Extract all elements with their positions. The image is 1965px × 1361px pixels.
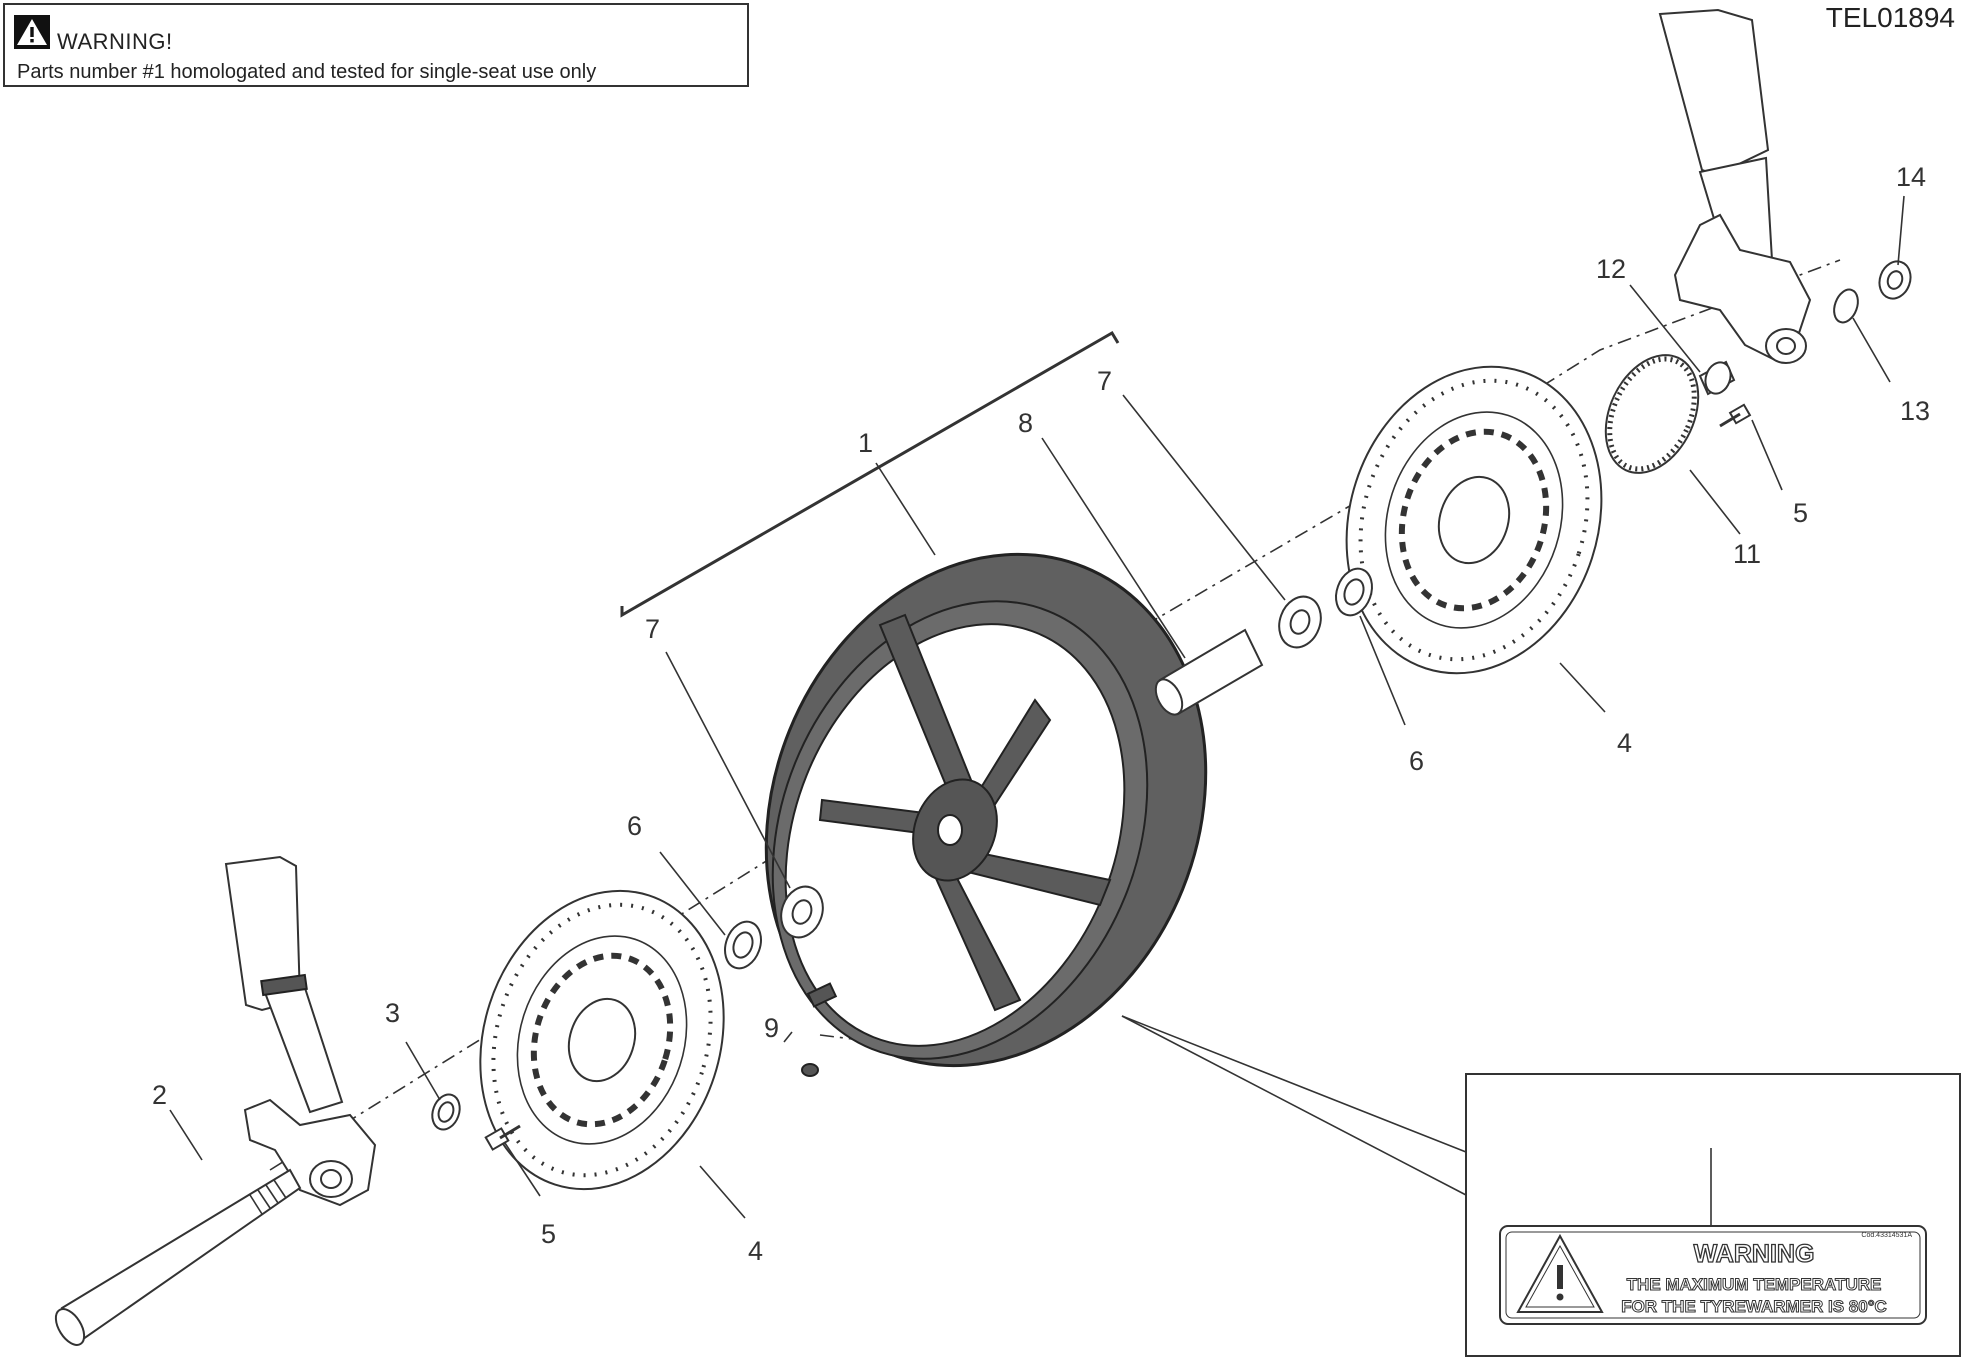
front-wheel [764, 552, 1208, 1068]
warning-box: WARNING! Parts number #1 homologated and… [3, 3, 749, 87]
bearing-right [1278, 595, 1322, 649]
sticker-line-2: FOR THE TYREWARMER IS 80°C [1621, 1297, 1887, 1316]
tyre-valve [801, 982, 838, 1077]
callout-6-left: 6 [627, 811, 642, 841]
screw-left [484, 1124, 521, 1151]
seal-right [1335, 567, 1373, 617]
assembly-bracket [620, 330, 1120, 618]
callout-14: 14 [1896, 162, 1926, 192]
callout-4-left: 4 [748, 1236, 763, 1266]
callout-3: 3 [385, 998, 400, 1028]
callout-7-right: 7 [1097, 366, 1112, 396]
sticker-warning-triangle-icon [1516, 1233, 1604, 1313]
leader-line-1 [875, 462, 936, 556]
spacer-left [431, 1093, 461, 1131]
callout-9: 9 [764, 1013, 779, 1043]
spacer-tube [1154, 628, 1264, 716]
callout-2: 2 [152, 1080, 167, 1110]
callout-1: 1 [858, 428, 873, 458]
sticker-line-1: THE MAXIMUM TEMPERATURE [1627, 1275, 1882, 1294]
axle-nut-14 [1878, 260, 1912, 300]
label-sticker [1499, 1225, 1927, 1325]
sticker-code: Cod.43314531A [1861, 1232, 1912, 1239]
detail-box: Cod.43314531A WARNING THE MAXIMUM TEMPER… [1465, 1073, 1961, 1357]
callout-5-right: 5 [1793, 498, 1808, 528]
warning-text: Parts number #1 homologated and tested f… [17, 61, 597, 83]
warning-title: WARNING! [57, 29, 173, 54]
abs-tone-wheel [1604, 354, 1700, 474]
seal-left [724, 920, 762, 970]
detail-leader-top [1121, 1015, 1467, 1153]
callout-5-left: 5 [541, 1219, 556, 1249]
leader-lines [169, 195, 1905, 1219]
bearing-left [780, 885, 824, 939]
callout-11: 11 [1733, 539, 1761, 569]
warning-triangle-icon [14, 15, 50, 49]
screw-right [1719, 403, 1752, 428]
callout-4-right: 4 [1617, 728, 1632, 758]
callout-8: 8 [1018, 408, 1033, 438]
callout-7-left: 7 [645, 614, 660, 644]
spacer-right [1698, 360, 1736, 396]
callout-12: 12 [1596, 254, 1626, 284]
detail-leader-bottom [1121, 1015, 1467, 1196]
sticker-heading: WARNING [1694, 1240, 1815, 1268]
right-fork-leg [1658, 8, 1812, 364]
brake-disc-right [1345, 365, 1603, 675]
front-axle [54, 1168, 302, 1346]
oring-13 [1833, 288, 1859, 324]
brake-disc-left [479, 889, 725, 1191]
callout-6-right: 6 [1409, 746, 1424, 776]
drawing-code: TEL01894 [1825, 2, 1955, 33]
left-fork-leg [224, 855, 377, 1207]
callout-13: 13 [1900, 396, 1930, 426]
